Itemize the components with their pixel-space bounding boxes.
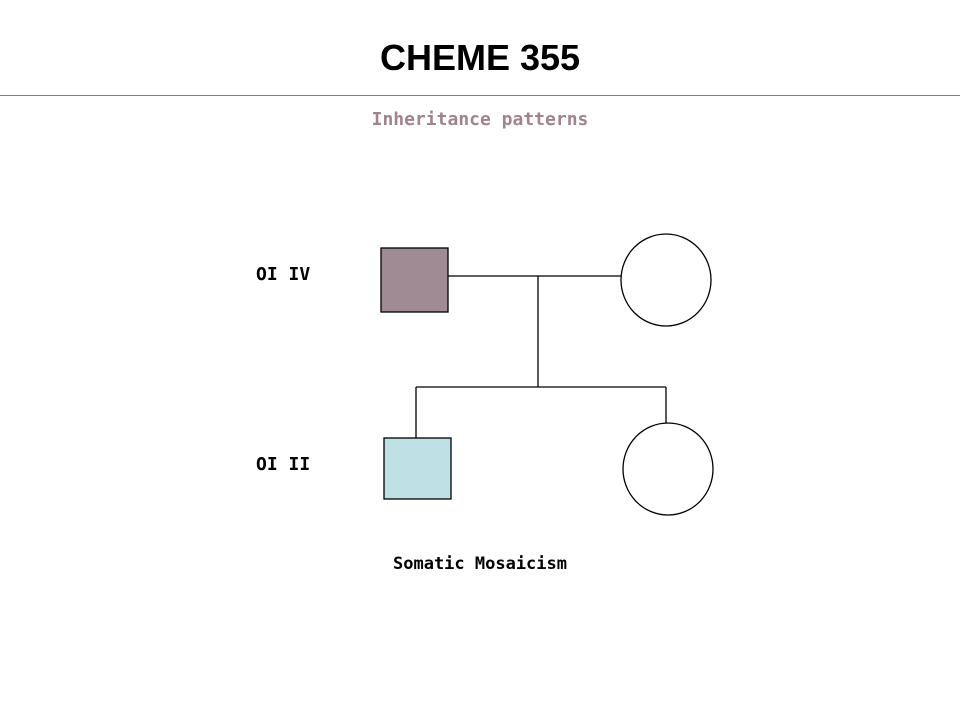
- title-divider: [0, 95, 960, 96]
- pedigree-caption: Somatic Mosaicism: [393, 554, 567, 574]
- affected-father-square: [380, 247, 449, 313]
- slide-subtitle: Inheritance patterns: [371, 109, 589, 130]
- slide-title: CHEME 355: [379, 37, 581, 78]
- unaffected-daughter-circle: [622, 422, 714, 516]
- generation-2-label: OI II: [256, 454, 311, 475]
- generation-1-label: OI IV: [256, 264, 311, 285]
- affected-son-square: [383, 437, 452, 500]
- unaffected-mother-circle: [620, 233, 712, 327]
